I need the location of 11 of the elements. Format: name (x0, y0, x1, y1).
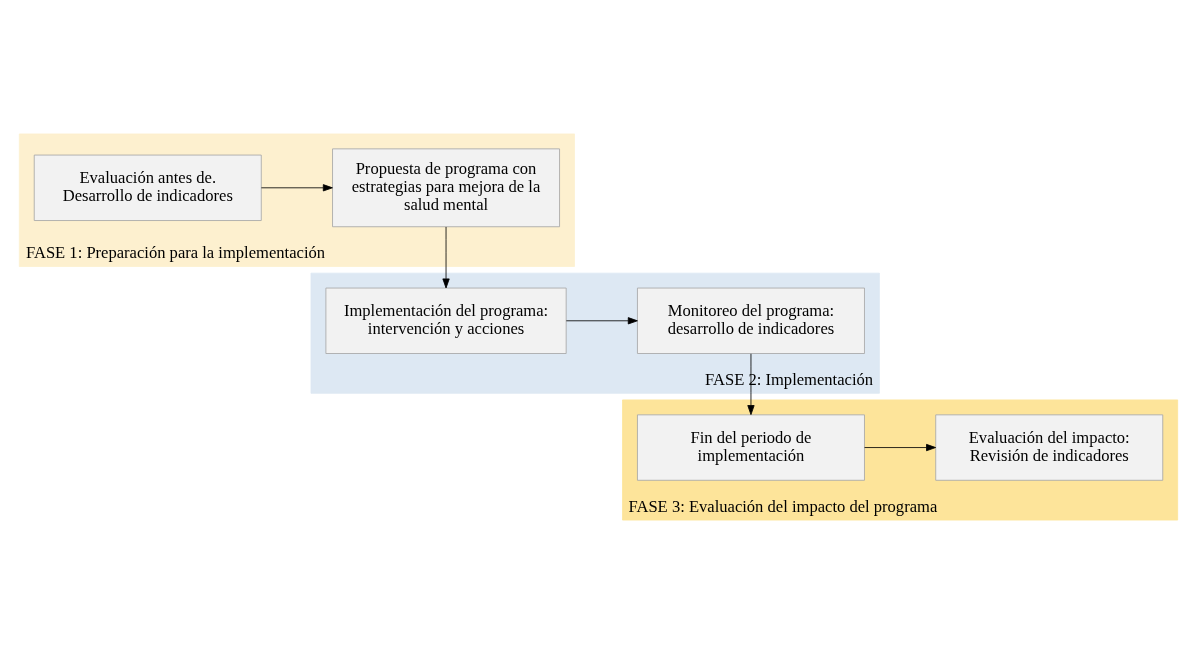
arrow (260, 184, 333, 192)
arrow (747, 353, 755, 416)
node-box: Implementación del programa: intervención y acciones (325, 287, 567, 354)
node-box: Evaluación del impacto: Revisión de indicadores (935, 414, 1164, 481)
arrow (565, 317, 638, 325)
node-box: Monitoreo del programa: desarrollo de indicadores (637, 287, 865, 354)
arrow (442, 226, 450, 289)
node-box: Propuesta de programa con estrategias para mejora de la salud mental (332, 148, 560, 228)
arrow (864, 443, 937, 452)
node-box: Evaluación antes de. Desarrollo de indicadores (33, 154, 262, 221)
node-box: Fin del periodo de implementación (637, 414, 865, 481)
